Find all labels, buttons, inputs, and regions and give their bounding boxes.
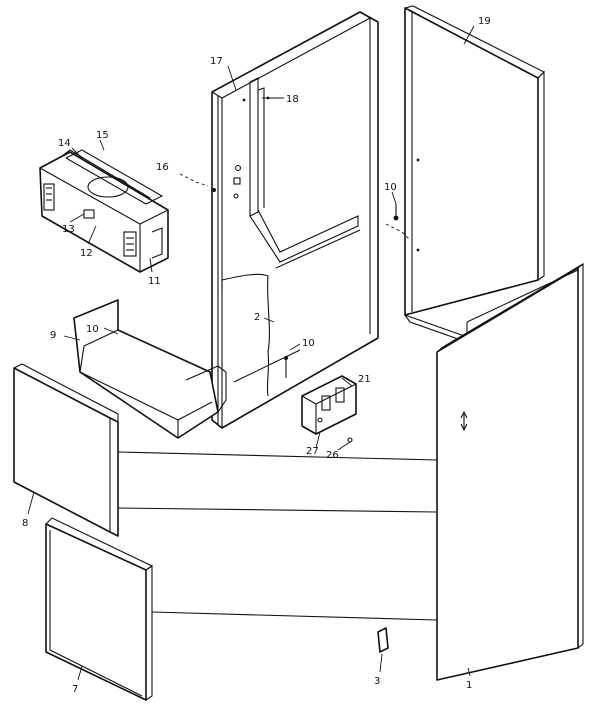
callout-12: 12 xyxy=(80,248,93,259)
upper-door-8 xyxy=(13,363,119,537)
callout-3: 3 xyxy=(374,676,380,687)
callout-13: 13 xyxy=(62,224,75,235)
callout-11: 11 xyxy=(148,276,161,287)
callout-1: 1 xyxy=(466,680,472,691)
callout-10-upper: 10 xyxy=(384,182,397,193)
callout-10-middle: 10 xyxy=(302,338,315,349)
drain-pan-9 xyxy=(73,299,227,439)
callout-15: 15 xyxy=(96,130,109,141)
callout-18: 18 xyxy=(286,94,299,105)
callout-8: 8 xyxy=(22,518,28,529)
callout-27: 27 xyxy=(306,446,319,457)
callout-7: 7 xyxy=(72,684,78,695)
screw-10-upper xyxy=(385,204,411,241)
callout-16: 16 xyxy=(156,162,169,173)
door-latch-3 xyxy=(377,627,389,653)
leader-lines xyxy=(27,25,475,681)
callout-17: 17 xyxy=(210,56,223,67)
callout-10-pan: 10 xyxy=(86,324,99,335)
callout-2: 2 xyxy=(254,312,260,323)
callout-14: 14 xyxy=(58,138,71,149)
front-panel-1 xyxy=(436,262,584,681)
callout-26: 26 xyxy=(326,450,339,461)
cabinet-frame-17 xyxy=(211,11,379,429)
alignment-lines xyxy=(117,451,438,621)
screw-10-middle xyxy=(284,356,288,378)
callout-labels: 17 18 19 14 15 16 13 12 11 9 10 2 10 10 … xyxy=(22,16,491,695)
control-bracket-21 xyxy=(301,375,357,443)
callout-19: 19 xyxy=(478,16,491,27)
screw-16 xyxy=(179,173,216,192)
rear-panel-19 xyxy=(404,5,545,346)
callout-9: 9 xyxy=(50,330,56,341)
callout-21: 21 xyxy=(358,374,371,385)
lower-door-7 xyxy=(45,517,154,701)
blower-assembly-11 xyxy=(39,149,169,273)
